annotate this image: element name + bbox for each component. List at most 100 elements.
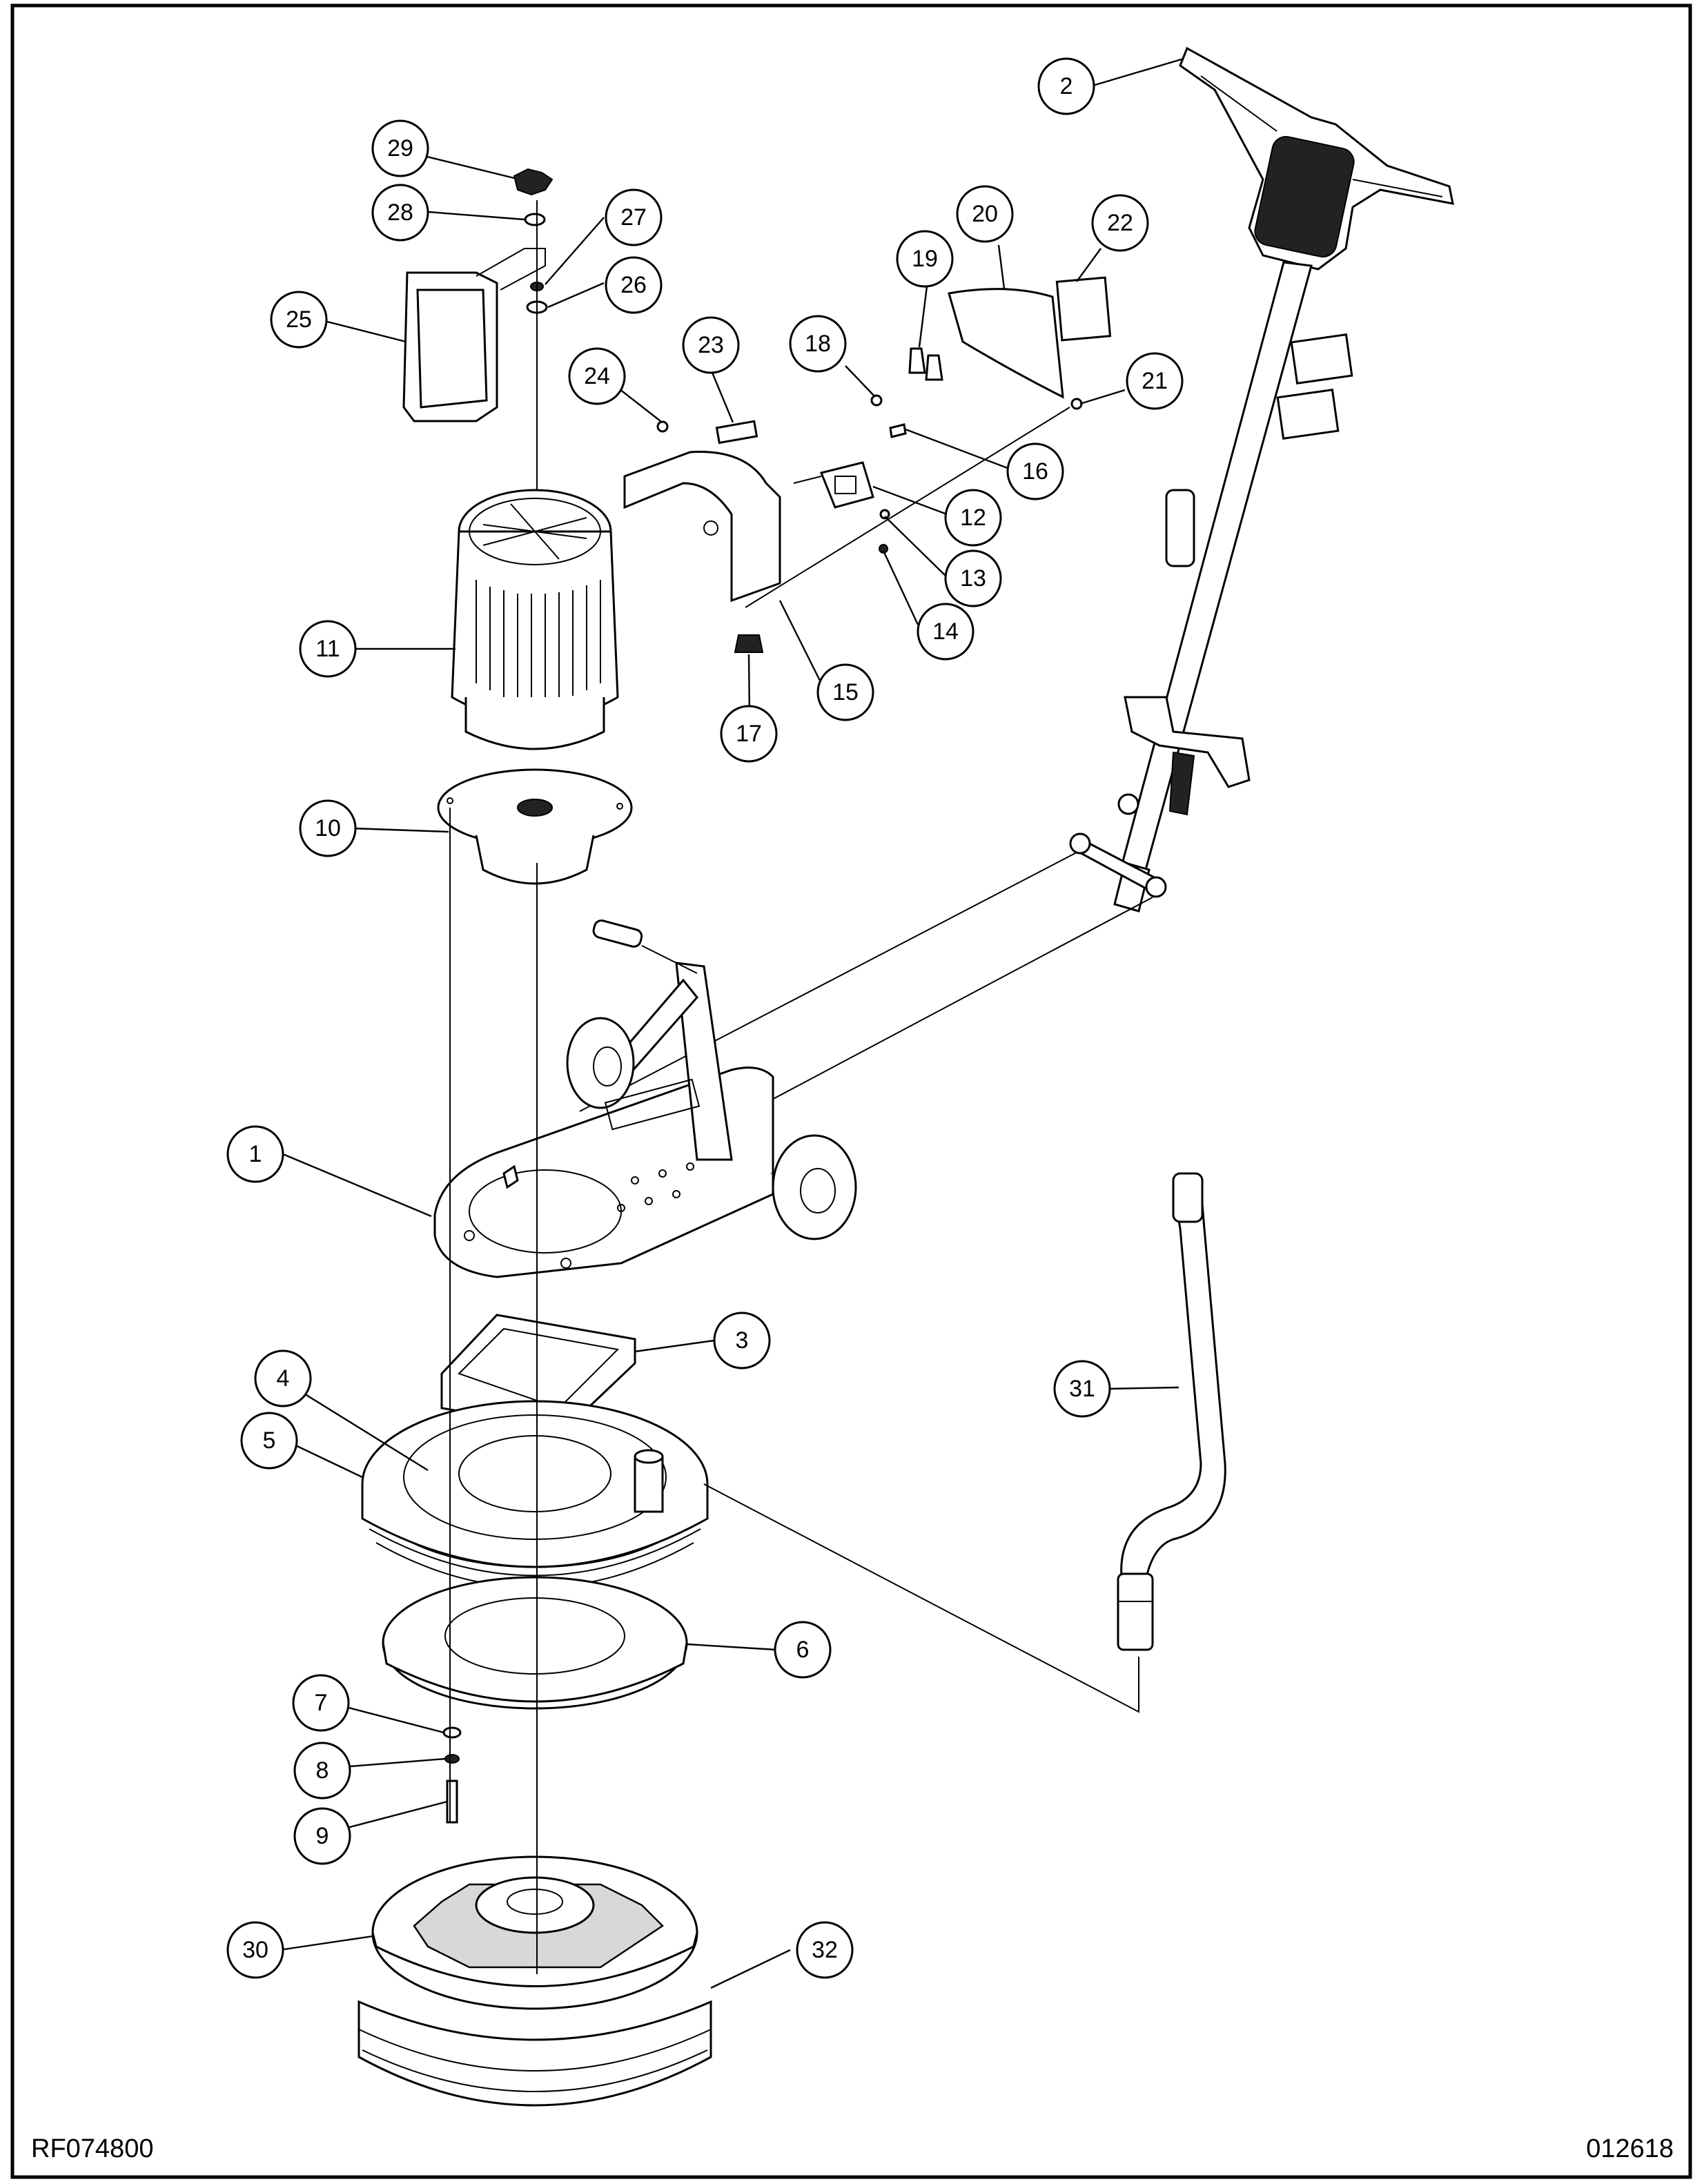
drive-plate [440,1314,636,1430]
callout-23: 23 [682,316,740,374]
callout-30: 30 [226,1921,284,1979]
svg-text:7: 7 [315,1690,328,1716]
drawing-border [10,3,1692,2179]
svg-text:3: 3 [736,1327,749,1354]
svg-text:12: 12 [960,505,986,531]
svg-text:8: 8 [316,1757,329,1784]
callout-29: 29 [371,119,429,177]
hose [1117,1172,1226,1651]
svg-text:20: 20 [972,201,998,227]
washer-7 [442,1726,462,1739]
svg-text:16: 16 [1022,458,1048,485]
callout-1: 1 [226,1125,284,1183]
motor [451,489,619,750]
grommet-17 [734,634,764,653]
svg-text:28: 28 [387,199,413,226]
svg-text:9: 9 [316,1823,329,1849]
svg-text:11: 11 [315,636,340,662]
callout-14: 14 [917,603,975,661]
screw-14 [879,544,888,554]
svg-text:4: 4 [277,1365,290,1392]
wire-nuts-19 [908,347,943,381]
handle-tube [1113,261,1353,913]
callout-8: 8 [293,1742,351,1800]
svg-text:25: 25 [286,306,312,333]
svg-text:27: 27 [620,204,647,231]
svg-text:30: 30 [242,1937,268,1963]
svg-text:21: 21 [1142,368,1168,394]
screw-18 [870,394,883,407]
svg-text:14: 14 [932,618,959,645]
callout-15: 15 [816,663,874,721]
callout-22: 22 [1091,194,1149,252]
callout-2: 2 [1037,57,1095,115]
cover-bracket [623,451,781,603]
callout-24: 24 [568,347,626,405]
svg-text:26: 26 [620,272,647,298]
knob [513,168,554,196]
callout-6: 6 [774,1621,832,1679]
chassis [433,919,857,1278]
callout-5: 5 [240,1412,298,1470]
lockwasher-8 [444,1754,460,1764]
svg-text:6: 6 [796,1637,810,1663]
callout-31: 31 [1053,1360,1111,1418]
callout-18: 18 [789,315,847,373]
callout-16: 16 [1006,442,1064,500]
callout-32: 32 [796,1921,854,1979]
label-22 [1055,276,1112,342]
washer-28 [524,213,546,226]
svg-text:5: 5 [263,1427,276,1454]
svg-text:1: 1 [249,1141,262,1167]
callout-3: 3 [713,1312,771,1369]
svg-text:19: 19 [912,246,938,272]
svg-text:18: 18 [805,331,831,357]
callout-13: 13 [944,549,1002,607]
screw-21 [1070,398,1083,410]
svg-text:22: 22 [1107,210,1133,236]
callout-9: 9 [293,1807,351,1865]
callout-12: 12 [944,489,1002,547]
callout-19: 19 [896,230,954,288]
callout-27: 27 [605,188,663,246]
handle-grip [1179,46,1454,271]
lower-plate [382,1576,688,1710]
svg-text:2: 2 [1060,73,1073,99]
callout-4: 4 [254,1349,312,1407]
svg-text:29: 29 [387,135,413,162]
svg-text:13: 13 [960,565,986,592]
callout-20: 20 [956,185,1014,243]
revision-date: 012618 [1586,2134,1674,2163]
svg-text:10: 10 [315,815,341,841]
svg-text:24: 24 [584,363,610,389]
capacitor-box [402,248,546,422]
motor-flange [437,768,633,885]
bolt-9 [446,1780,458,1824]
screw-16 [889,423,907,438]
svg-text:32: 32 [812,1937,838,1963]
svg-text:15: 15 [832,679,859,705]
parts-artwork [358,46,1454,2107]
callout-26: 26 [605,256,663,314]
pad-driver [371,1855,698,2010]
callouts: 1 2 3 4 5 6 7 8 9 10 11 12 13 14 15 16 1… [226,57,1184,1989]
switch [793,461,874,509]
svg-text:17: 17 [736,721,762,747]
splash-guard [358,2000,712,2107]
drawing-number: RF074800 [31,2134,153,2163]
callout-25: 25 [270,291,328,349]
svg-text:31: 31 [1069,1376,1095,1402]
label-23 [715,420,758,445]
svg-text:23: 23 [698,332,724,358]
nut-13 [879,509,890,520]
callout-10: 10 [299,799,357,857]
handle-yoke [579,832,1167,1133]
callout-21: 21 [1126,352,1184,410]
callout-7: 7 [292,1674,350,1732]
callout-28: 28 [371,184,429,242]
drive-hub [361,1400,709,1588]
screw-24 [656,420,669,433]
callout-17: 17 [720,705,778,763]
shield-20 [948,288,1064,399]
